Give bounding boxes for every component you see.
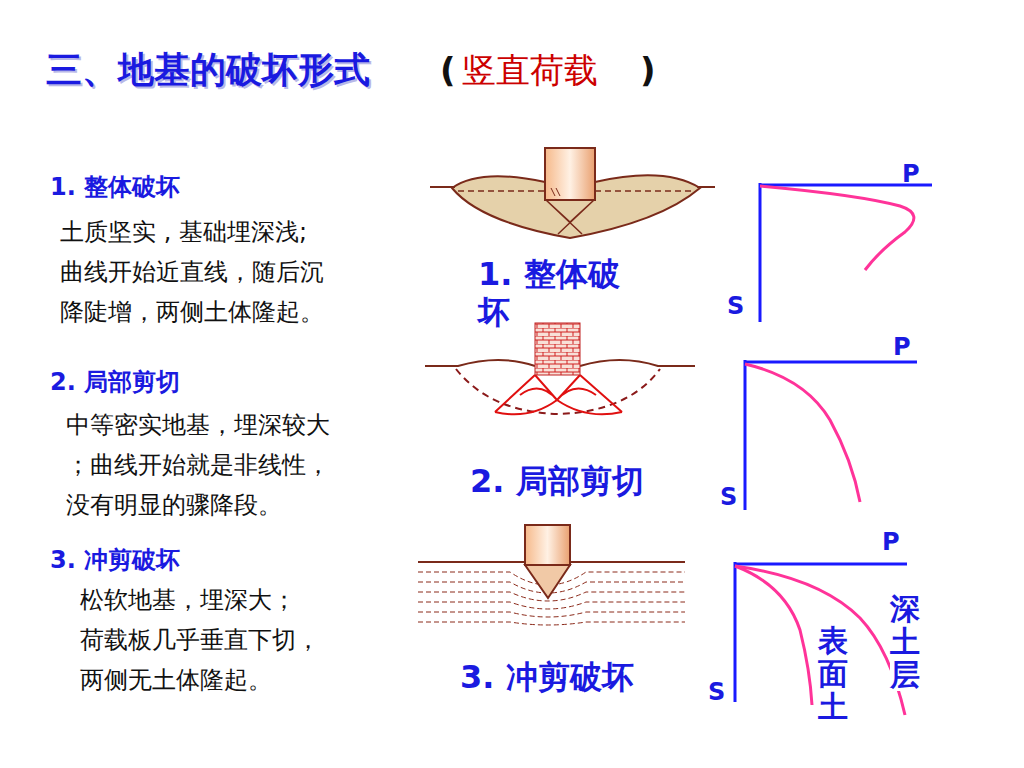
axis-label: S: [727, 292, 744, 321]
soil-layer-line: [418, 622, 685, 625]
general-shear-figure: [430, 148, 715, 238]
axis-label: P: [893, 333, 911, 362]
description-line: 土质坚实 , 基础埋深浅;: [60, 218, 307, 247]
title-load-type: 竖直荷载: [462, 50, 598, 91]
curve-label: 表面土: [818, 624, 848, 723]
curve-label: 深土层: [890, 592, 920, 691]
page-title: 三、地基的破坏形式: [46, 48, 370, 91]
axis-label: S: [720, 483, 737, 512]
description-line: 两侧无土体隆起。: [80, 666, 272, 695]
soil-layer-line: [418, 612, 685, 617]
description-line: 中等密实地基，埋深较大: [66, 411, 330, 440]
title-paren: ): [640, 50, 656, 91]
description-line: 没有明显的骤降段。: [66, 491, 282, 520]
description-line: 降陡增，两侧土体隆起。: [60, 298, 324, 327]
figure-caption: 3. 冲剪破坏: [460, 658, 634, 696]
description-line: 曲线开始近直线，随后沉: [60, 258, 324, 287]
description-line: 松软地基，埋深大；: [80, 586, 296, 615]
section-heading: 1. 整体破坏: [50, 173, 180, 202]
title-paren: (: [440, 50, 456, 91]
axis-label: P: [882, 528, 900, 557]
punching-shear-figure: [418, 525, 685, 625]
local-shear-figure: [425, 323, 695, 414]
axis-label: S: [708, 678, 725, 707]
figure-caption: 1. 整体破坏: [478, 255, 648, 332]
soil-layer-line: [418, 602, 685, 609]
section-heading: 2. 局部剪切: [50, 368, 180, 397]
axis-label: P: [902, 160, 920, 189]
figure-caption: 2. 局部剪切: [470, 462, 644, 500]
description-line: ；曲线开始就是非线性，: [66, 451, 330, 480]
description-line: 荷载板几乎垂直下切，: [80, 626, 320, 655]
section-heading: 3. 冲剪破坏: [50, 546, 180, 575]
